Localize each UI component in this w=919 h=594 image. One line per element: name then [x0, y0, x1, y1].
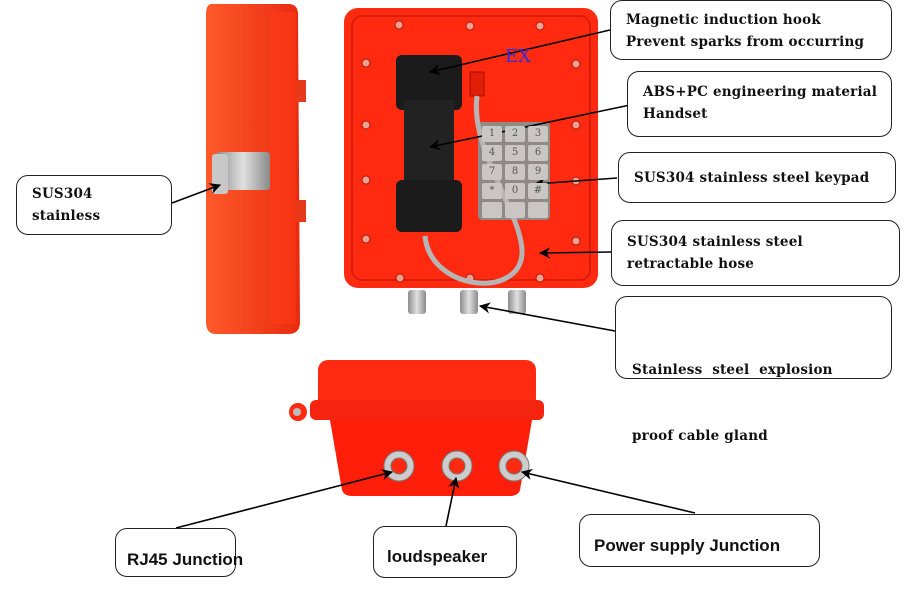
cable-glands — [408, 290, 526, 314]
callout-line: stainless — [32, 208, 101, 224]
callout-keypad: SUS304 stainless steel keypad — [618, 152, 896, 203]
callout-line: proof cable gland — [632, 428, 768, 444]
port-rj45 — [383, 450, 415, 482]
callout-line: ABS+PC engineering material — [643, 84, 878, 100]
handset-icon — [396, 55, 462, 232]
keypad-key: 7 — [482, 164, 502, 180]
keypad-key: 6 — [528, 145, 548, 161]
keypad-key: 9 — [528, 164, 548, 180]
callout-rj45: RJ45 Junction — [115, 528, 244, 577]
keypad-key — [482, 202, 502, 218]
callout-line: loudspeaker — [387, 547, 488, 566]
keypad-key — [528, 202, 548, 218]
callout-line: Stainless steel explosion — [632, 362, 833, 378]
callout-line: Prevent sparks from occurring — [626, 34, 865, 50]
callout-hose: SUS304 stainless steel retractable hose — [611, 220, 900, 286]
callout-latch: SUS304 stainless — [16, 175, 172, 235]
callout-line: RJ45 Junction — [127, 550, 244, 569]
latch-icon — [212, 152, 270, 194]
bottom-view-enclosure — [289, 360, 544, 496]
callout-cable-gland: Stainless steel explosion proof cable gl… — [615, 296, 892, 444]
keypad-key: 3 — [528, 126, 548, 142]
telephone-enclosure — [344, 8, 598, 288]
callout-line: retractable hose — [627, 256, 755, 272]
open-door — [206, 4, 306, 334]
callout-line: SUS304 stainless steel keypad — [634, 170, 870, 186]
callout-line: SUS304 stainless steel — [627, 234, 803, 250]
keypad-key — [505, 202, 525, 218]
callout-handset: ABS+PC engineering material Handset — [627, 71, 892, 137]
callout-loudspeaker: loudspeaker — [373, 526, 517, 578]
ex-mark: EX — [505, 46, 531, 67]
callout-magnetic-hook: Magnetic induction hook Prevent sparks f… — [610, 0, 892, 60]
keypad-key: 1 — [482, 126, 502, 142]
port-loudspeaker — [441, 450, 473, 482]
callout-line: Magnetic induction hook — [626, 12, 821, 28]
keypad-key: 0 — [505, 183, 525, 199]
keypad-key: * — [482, 183, 502, 199]
keypad-key: 4 — [482, 145, 502, 161]
keypad-key: # — [528, 183, 548, 199]
callout-line: Power supply Junction — [594, 536, 781, 555]
leader-lines — [171, 29, 696, 529]
keypad-key: 2 — [505, 126, 525, 142]
port-power — [498, 450, 530, 482]
keypad-key: 8 — [505, 164, 525, 180]
callout-line: SUS304 — [32, 186, 93, 202]
callout-line: Handset — [643, 106, 708, 122]
keypad-key: 5 — [505, 145, 525, 161]
callout-power: Power supply Junction — [579, 514, 820, 567]
